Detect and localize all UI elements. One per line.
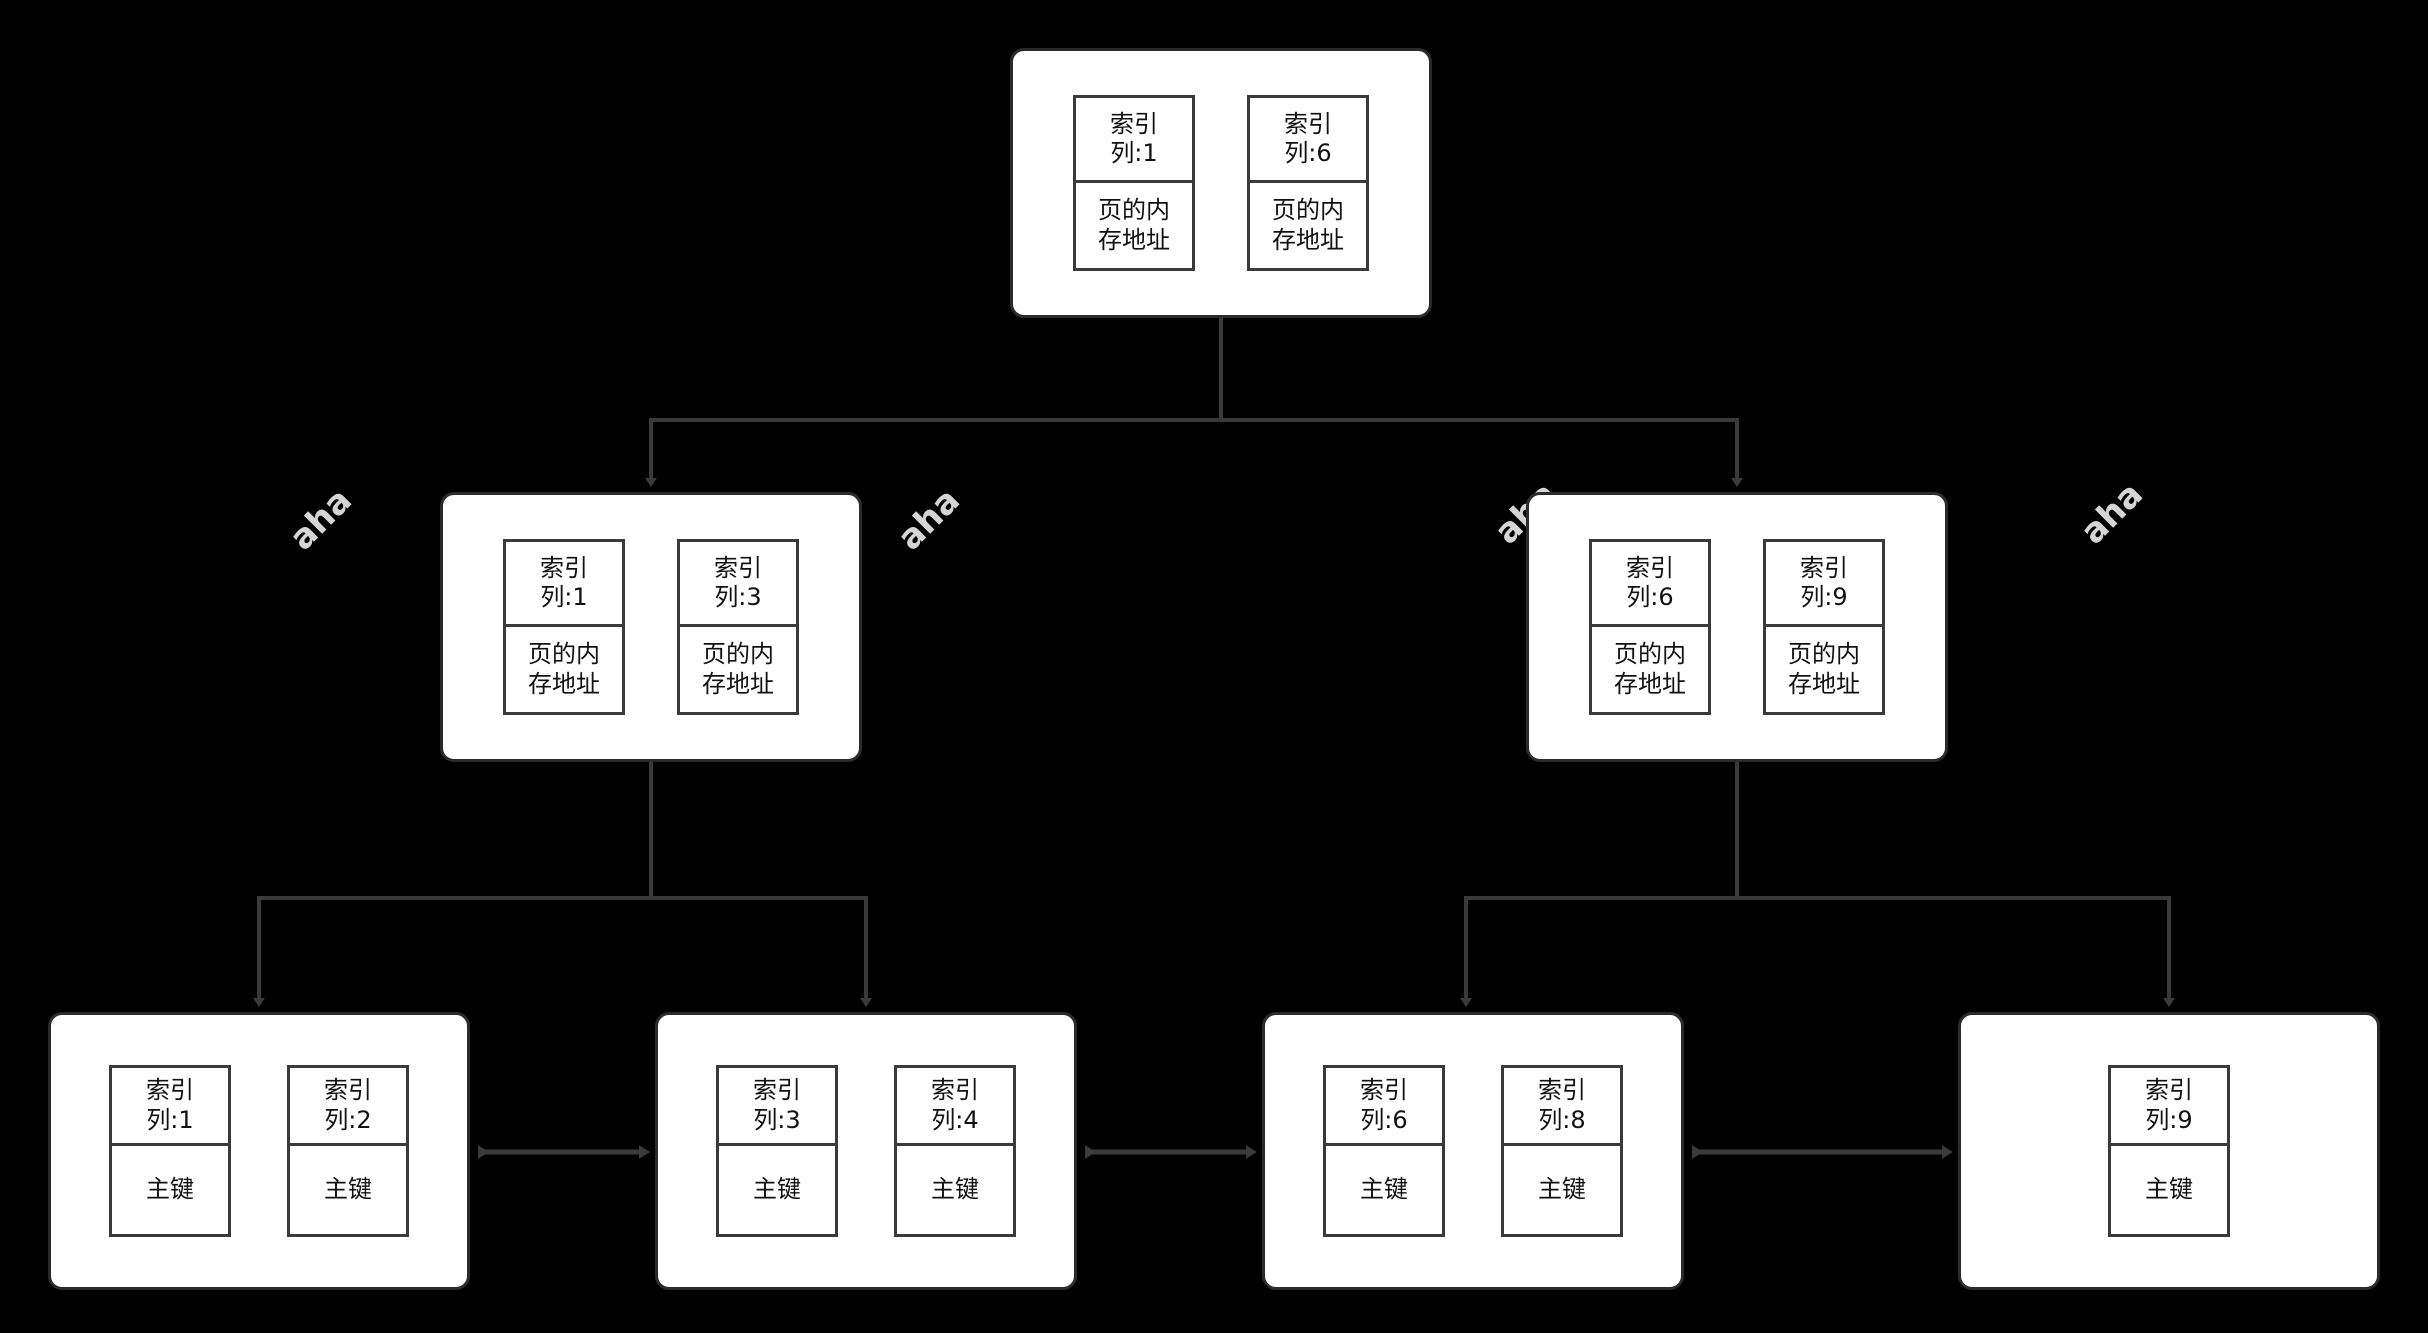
primary-key-label: 主键 <box>1538 1175 1586 1204</box>
page-address-label: 页的内存地址 <box>1098 196 1170 254</box>
index-column-label: 索引列:1 <box>1076 98 1192 183</box>
tree-edge <box>1735 762 2175 1007</box>
watermark-text: aha <box>890 480 968 559</box>
index-column-label: 索引列:6 <box>1326 1068 1442 1146</box>
leaf-node[interactable]: 索引列:3 主键 索引列:4 主键 <box>655 1012 1077 1290</box>
node-cell[interactable]: 索引列:4 主键 <box>894 1065 1016 1237</box>
node-cell[interactable]: 索引列:9 页的内存地址 <box>1763 539 1885 715</box>
index-column-label: 索引列:1 <box>506 542 622 627</box>
leaf-node[interactable]: 索引列:1 主键 索引列:2 主键 <box>48 1012 470 1290</box>
index-column-label: 索引列:6 <box>1592 542 1708 627</box>
page-address-label: 页的内存地址 <box>1272 196 1344 254</box>
node-cell[interactable]: 索引列:1 页的内存地址 <box>503 539 625 715</box>
node-cell[interactable]: 索引列:9 主键 <box>2108 1065 2230 1237</box>
node-cell[interactable]: 索引列:2 主键 <box>287 1065 409 1237</box>
page-address-label: 页的内存地址 <box>1788 640 1860 698</box>
index-column-label: 索引列:9 <box>1766 542 1882 627</box>
node-cell[interactable]: 索引列:1 主键 <box>109 1065 231 1237</box>
leaf-node[interactable]: 索引列:9 主键 <box>1958 1012 2380 1290</box>
node-cell[interactable]: 索引列:6 页的内存地址 <box>1589 539 1711 715</box>
primary-key-label: 主键 <box>1360 1175 1408 1204</box>
node-cell[interactable]: 索引列:3 主键 <box>716 1065 838 1237</box>
internal-node[interactable]: 索引列:1 页的内存地址 索引列:3 页的内存地址 <box>440 492 862 762</box>
root-node[interactable]: 索引列:1 页的内存地址 索引列:6 页的内存地址 <box>1010 48 1432 318</box>
tree-edge <box>1460 762 1739 1007</box>
primary-key-label: 主键 <box>2145 1175 2193 1204</box>
tree-edge <box>649 762 872 1007</box>
primary-key-label: 主键 <box>931 1175 979 1204</box>
index-column-label: 索引列:3 <box>719 1068 835 1146</box>
index-column-label: 索引列:4 <box>897 1068 1013 1146</box>
index-column-label: 索引列:6 <box>1250 98 1366 183</box>
leaf-node[interactable]: 索引列:6 主键 索引列:8 主键 <box>1262 1012 1684 1290</box>
node-cell[interactable]: 索引列:6 主键 <box>1323 1065 1445 1237</box>
node-cell[interactable]: 索引列:1 页的内存地址 <box>1073 95 1195 271</box>
watermark-text: aha <box>2073 474 2151 553</box>
watermark-text: aha <box>282 480 360 559</box>
primary-key-label: 主键 <box>146 1175 194 1204</box>
page-address-label: 页的内存地址 <box>702 640 774 698</box>
index-column-label: 索引列:8 <box>1504 1068 1620 1146</box>
tree-edge <box>1219 318 1743 487</box>
index-column-label: 索引列:1 <box>112 1068 228 1146</box>
node-cell[interactable]: 索引列:8 主键 <box>1501 1065 1623 1237</box>
node-cell[interactable]: 索引列:6 页的内存地址 <box>1247 95 1369 271</box>
tree-edge <box>645 318 1223 487</box>
index-column-label: 索引列:3 <box>680 542 796 627</box>
tree-edge <box>253 762 653 1007</box>
index-column-label: 索引列:9 <box>2111 1068 2227 1146</box>
primary-key-label: 主键 <box>753 1175 801 1204</box>
page-address-label: 页的内存地址 <box>528 640 600 698</box>
internal-node[interactable]: 索引列:6 页的内存地址 索引列:9 页的内存地址 <box>1526 492 1948 762</box>
page-address-label: 页的内存地址 <box>1614 640 1686 698</box>
primary-key-label: 主键 <box>324 1175 372 1204</box>
node-cell[interactable]: 索引列:3 页的内存地址 <box>677 539 799 715</box>
index-column-label: 索引列:2 <box>290 1068 406 1146</box>
